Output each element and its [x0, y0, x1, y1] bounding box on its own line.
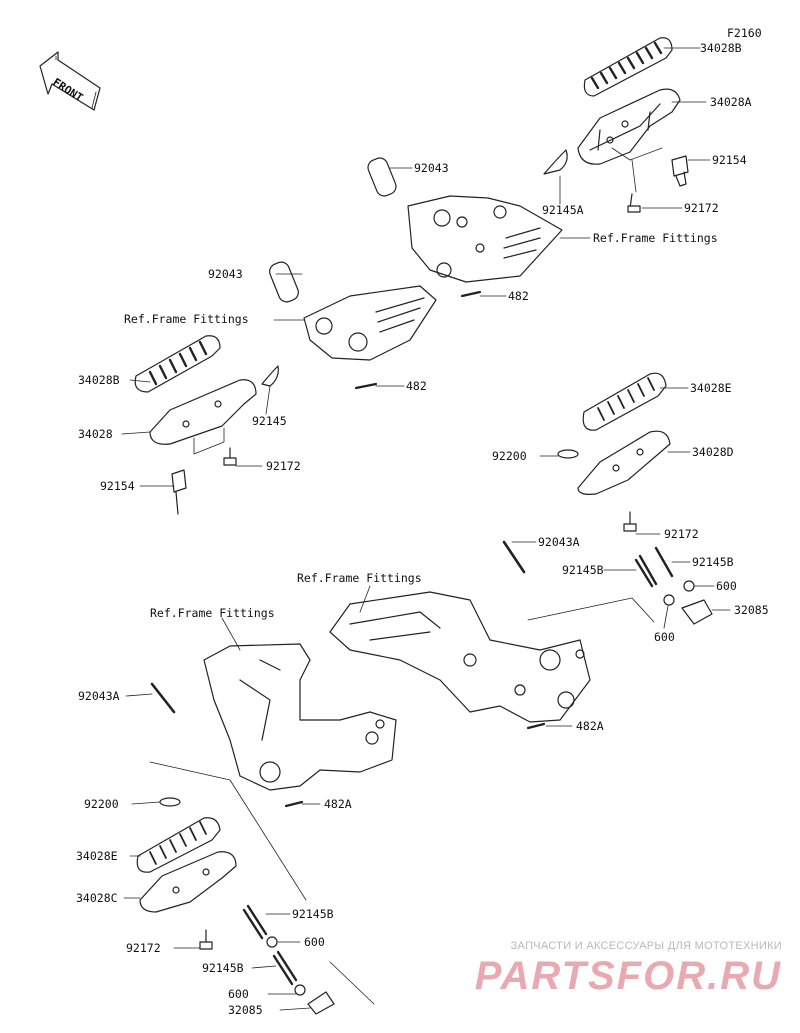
label-92043A-right: 92043A [538, 535, 580, 549]
pin-92043-top [367, 157, 397, 197]
bolt-92172-bottom [199, 929, 213, 950]
label-ref-frame-2: Ref.Frame Fittings [124, 312, 249, 326]
label-92200-left: 92200 [84, 797, 119, 811]
label-32085-bottom: 32085 [228, 1003, 263, 1017]
watermark-tagline: ЗАПЧАСТИ И АКСЕССУАРЫ ДЛЯ МОТОТЕХНИКИ [510, 940, 782, 952]
ball-600-right [683, 580, 695, 592]
label-34028C: 34028C [76, 891, 118, 905]
diagram-id: F2160 [727, 26, 762, 40]
frame-bracket-middle [303, 285, 437, 361]
front-arrow-icon: FRONT [39, 51, 101, 111]
plate-32085-right [681, 599, 713, 625]
bolt-92172-left [223, 447, 237, 466]
label-92043A-left: 92043A [78, 689, 120, 703]
label-34028A: 34028A [710, 95, 752, 109]
frame-bracket-lower-left [203, 643, 397, 791]
label-92043-mid: 92043 [208, 267, 243, 281]
plate-32085-bottom [307, 991, 335, 1015]
bolt-92172-right [623, 511, 637, 532]
label-92172-top: 92172 [684, 201, 719, 215]
spring-92145A [543, 149, 568, 175]
clip-482A-right [526, 722, 546, 730]
footpeg-rubber-34028E-right [582, 372, 667, 431]
label-34028B-top: 34028B [700, 41, 742, 55]
footpeg-rubber-34028E-left [136, 817, 221, 873]
label-92145A: 92145A [542, 203, 584, 217]
label-34028: 34028 [78, 427, 113, 441]
label-600-l1: 600 [304, 935, 325, 949]
frame-bracket-main [329, 591, 591, 723]
ball-600-left-1 [266, 936, 278, 948]
watermark: ЗАПЧАСТИ И АКСЕССУАРЫ ДЛЯ МОТОТЕХНИКИ PA… [462, 940, 782, 999]
label-92172-bottom: 92172 [126, 941, 161, 955]
label-34028E-right: 34028E [690, 381, 732, 395]
label-482-top: 482 [508, 289, 529, 303]
label-92145B-l1: 92145B [292, 907, 334, 921]
label-92172-right: 92172 [664, 527, 699, 541]
label-92145B-l2: 92145B [202, 961, 244, 975]
footpeg-bracket-34028D [577, 430, 671, 495]
label-600-l2: 600 [228, 987, 249, 1001]
label-482-mid: 482 [406, 379, 427, 393]
label-92200-right: 92200 [492, 449, 527, 463]
pin-92043A-right [502, 540, 526, 574]
ball-600-right-2 [663, 594, 675, 606]
washer-92200-right [557, 449, 579, 459]
label-92145B-r2: 92145B [562, 563, 604, 577]
label-34028E-left: 34028E [76, 849, 118, 863]
footpeg-rubber-34028B-left [134, 335, 221, 393]
footpeg-bracket-34028C [139, 851, 237, 913]
label-ref-frame-4: Ref.Frame Fittings [150, 606, 275, 620]
label-ref-frame-3: Ref.Frame Fittings [297, 571, 422, 585]
footpeg-bracket-34028A [577, 88, 681, 165]
spring-92145 [261, 365, 279, 387]
washer-92200-left [159, 797, 181, 807]
label-92154-left: 92154 [100, 479, 135, 493]
bolt-92172-top [627, 193, 641, 213]
pin-92043A-left [150, 682, 176, 714]
bolt-92154-left [171, 469, 187, 515]
label-34028D: 34028D [692, 445, 734, 459]
label-32085-right: 32085 [734, 603, 769, 617]
label-482A-left: 482A [324, 797, 352, 811]
spring-92145B-left-2 [272, 950, 298, 986]
ball-600-left-2 [294, 984, 306, 996]
watermark-logo: PARTSFOR.RU [474, 954, 782, 998]
bolt-92154-top [671, 155, 689, 187]
label-92172-left: 92172 [266, 459, 301, 473]
label-482A-right: 482A [576, 719, 604, 733]
label-600-r2: 600 [654, 630, 675, 644]
footpeg-rubber-34028B-top [583, 37, 673, 97]
clip-482-top [460, 290, 482, 298]
frame-bracket-upper [407, 195, 563, 283]
label-92154-top: 92154 [712, 153, 747, 167]
label-600-r1: 600 [716, 579, 737, 593]
spring-92145B-left-1 [242, 904, 268, 940]
label-92145B-r1: 92145B [692, 555, 734, 569]
spring-92145B-right [634, 546, 674, 588]
label-34028B-left: 34028B [78, 373, 120, 387]
footpeg-bracket-34028 [149, 379, 257, 455]
label-ref-frame-1: Ref.Frame Fittings [593, 231, 718, 245]
label-92043-top: 92043 [414, 161, 449, 175]
clip-482-mid [354, 382, 378, 390]
leader-lines [121, 47, 731, 1011]
pin-92043-mid [269, 261, 299, 303]
clip-482A-left [284, 800, 304, 808]
label-92145: 92145 [252, 414, 287, 428]
